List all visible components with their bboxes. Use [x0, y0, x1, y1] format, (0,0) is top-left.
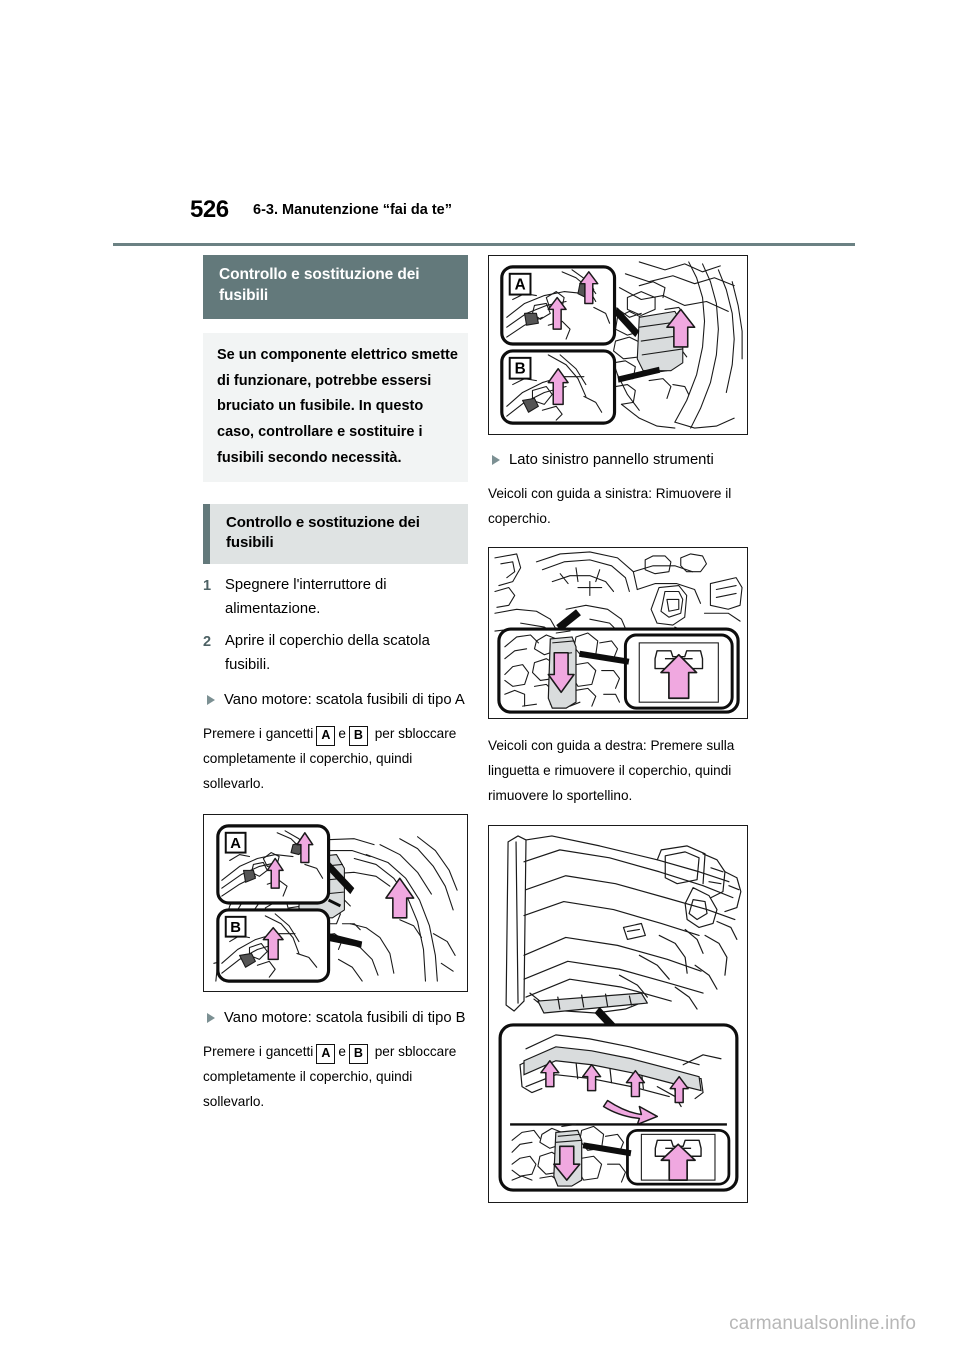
triangle-bullet-icon: [207, 1013, 215, 1024]
page-number: 526: [190, 196, 229, 223]
step-text: Spegnere l'interruttore di alimentazione…: [225, 577, 387, 618]
bullet-label: Vano motore: scatola fusibili di tipo B: [224, 1010, 466, 1027]
detail-panel: [497, 627, 740, 714]
paragraph-conjunction: e: [338, 1044, 346, 1060]
step-item: 1 Spegnere l'interruttore di alimentazio…: [203, 574, 468, 622]
figure-lhd-instrument-panel: [488, 546, 748, 719]
step-number: 1: [203, 578, 212, 595]
inline-key-b: B: [348, 1043, 368, 1064]
bullet-heading-type-a: Vano motore: scatola fusibili di tipo A: [203, 689, 468, 712]
paragraph-rhd: Veicoli con guida a destra: Premere sull…: [488, 737, 735, 803]
triangle-bullet-icon: [492, 455, 500, 465]
section-breadcrumb: 6-3. Manutenzione “fai da te”: [253, 202, 452, 218]
inline-key-a: A: [316, 725, 336, 746]
step-text: Aprire il coperchio della scatola fusibi…: [225, 633, 430, 674]
detail-panel-lower: [498, 1023, 739, 1192]
bullet-heading-type-b: Vano motore: scatola fusibili di tipo B: [203, 1007, 468, 1030]
callout-a-label: A: [230, 836, 241, 852]
subsection-heading-fuses: Controllo e sostituzione dei fusibili: [203, 503, 468, 565]
figure-engine-bay-callouts: A: [488, 255, 748, 435]
paragraph-lead: Premere i gancetti: [203, 1044, 314, 1060]
right-column: A: [488, 255, 748, 1203]
callout-a-label: A: [515, 277, 526, 294]
inline-key-a: A: [316, 1043, 336, 1064]
figure-engine-fuse-box-type-a: A: [203, 814, 468, 993]
bullet-heading-instrument-panel: Lato sinistro pannello strumenti: [488, 449, 748, 472]
paragraph-lead: Premere i gancetti: [203, 726, 314, 742]
bullet-label: Vano motore: scatola fusibili di tipo A: [224, 692, 465, 709]
paragraph-tail: per sbloccare completamente il coperchio…: [203, 1044, 457, 1110]
callout-b-label: B: [230, 920, 241, 936]
figure-rhd-glove-box: [488, 824, 748, 1203]
step-number: 2: [203, 634, 212, 651]
callout-a-box: A: [500, 265, 617, 346]
watermark: carmanualsonline.info: [729, 1313, 916, 1334]
triangle-bullet-icon: [207, 695, 215, 706]
header-rule: [113, 243, 855, 246]
paragraph-tail: per sbloccare completamente il coperchio…: [203, 726, 457, 792]
inline-key-b: B: [348, 725, 368, 746]
callout-b-label: B: [515, 361, 526, 378]
section-heading-fuses: Controllo e sostituzione dei fusibili: [203, 255, 468, 319]
callout-a-box: A: [216, 824, 331, 905]
paragraph-conjunction: e: [338, 726, 346, 742]
paragraph-lhd: Veicoli con guida a sinistra: Rimuovere …: [488, 485, 732, 526]
bullet-label: Lato sinistro pannello strumenti: [509, 452, 714, 468]
step-list: 1 Spegnere l'interruttore di alimentazio…: [203, 574, 468, 678]
left-column: Controllo e sostituzione dei fusibili Se…: [203, 255, 468, 1114]
step-item: 2 Aprire il coperchio della scatola fusi…: [203, 630, 468, 678]
intro-paragraph: Se un componente elettrico smette di fun…: [203, 332, 468, 482]
running-header: 526 6-3. Manutenzione “fai da te”: [0, 196, 960, 240]
callout-b-box: B: [500, 349, 617, 425]
callout-b-box: B: [216, 908, 331, 983]
